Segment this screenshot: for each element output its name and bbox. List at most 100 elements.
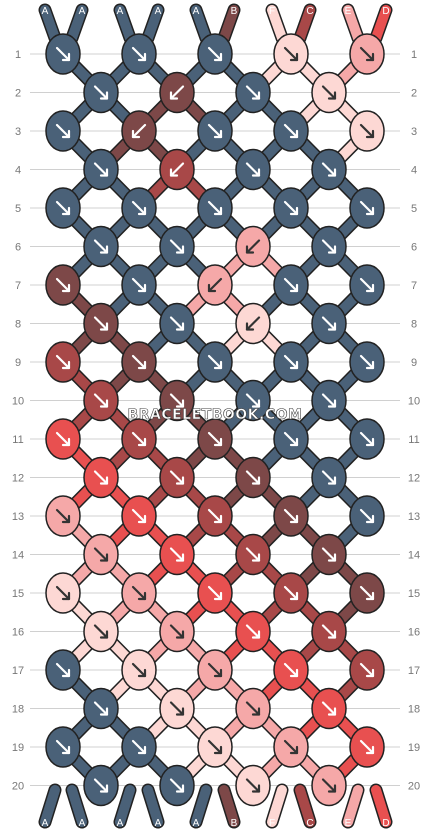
knot-arrow-icon bbox=[207, 123, 223, 139]
knot bbox=[159, 764, 195, 807]
knot bbox=[349, 187, 385, 229]
knot bbox=[311, 148, 347, 191]
knot-arrow-icon bbox=[245, 162, 261, 177]
knot-arrow-head bbox=[251, 399, 261, 408]
knot-arrow-head bbox=[327, 399, 337, 408]
knot-arrow-head bbox=[61, 283, 71, 293]
knot bbox=[349, 726, 385, 768]
knot-arrow-icon bbox=[131, 739, 147, 755]
knot bbox=[235, 302, 271, 345]
knot-arrow-head bbox=[289, 437, 299, 447]
knot-arrow-icon bbox=[245, 778, 261, 793]
knot-arrow-head bbox=[213, 591, 223, 601]
row-number-right: 2 bbox=[411, 88, 417, 100]
top-strand bbox=[191, 5, 211, 43]
knot-arrow-head bbox=[213, 360, 223, 370]
row-number-right: 5 bbox=[411, 203, 417, 215]
knot-arrow-icon bbox=[131, 431, 147, 447]
knot bbox=[197, 726, 233, 768]
bottom-strand-letter: E bbox=[345, 818, 352, 829]
knot-arrow-icon bbox=[169, 316, 185, 331]
knot-arrow-head bbox=[365, 129, 375, 139]
knot-arrow-head bbox=[245, 245, 255, 254]
row-number-left: 12 bbox=[12, 473, 24, 485]
knot-arrow-icon bbox=[55, 508, 71, 524]
knot-arrow-icon bbox=[207, 200, 223, 216]
knot-arrow-icon bbox=[321, 162, 337, 177]
knot-arrow-icon bbox=[245, 624, 261, 639]
knot bbox=[273, 418, 309, 460]
knot-arrow-head bbox=[327, 630, 337, 639]
top-strand-letter: E bbox=[345, 6, 352, 17]
knot bbox=[45, 572, 81, 614]
row-number-left: 2 bbox=[15, 88, 21, 100]
top-strand bbox=[295, 5, 315, 43]
row-number-right: 19 bbox=[408, 742, 420, 754]
row-number-right: 15 bbox=[408, 588, 420, 600]
knot bbox=[159, 148, 195, 191]
knot bbox=[83, 71, 119, 114]
knot-arrow-icon bbox=[207, 431, 223, 447]
knot-arrow-icon bbox=[207, 46, 223, 62]
row-number-left: 10 bbox=[12, 396, 24, 408]
row-number-right: 18 bbox=[408, 704, 420, 716]
knot bbox=[235, 379, 271, 422]
knot bbox=[235, 687, 271, 730]
knot-arrow-icon bbox=[359, 585, 375, 601]
knot-arrow-icon bbox=[169, 393, 185, 408]
knot-arrow-icon bbox=[359, 739, 375, 755]
top-strand-letter: A bbox=[79, 6, 86, 17]
knot bbox=[197, 187, 233, 229]
knot bbox=[273, 33, 309, 75]
knot bbox=[197, 649, 233, 691]
knot bbox=[45, 341, 81, 383]
knot-arrow-icon bbox=[245, 393, 261, 408]
knot-arrow-icon bbox=[93, 701, 109, 716]
knot bbox=[349, 110, 385, 152]
top-strand bbox=[371, 5, 391, 43]
knot-arrow-icon bbox=[93, 239, 109, 254]
knot-arrow-icon bbox=[207, 662, 223, 678]
knot-arrow-head bbox=[175, 399, 185, 408]
knot bbox=[349, 572, 385, 614]
knot bbox=[121, 726, 157, 768]
knot-arrow-head bbox=[61, 129, 71, 139]
knot-arrow-head bbox=[131, 129, 141, 139]
knot-arrow-icon bbox=[131, 200, 147, 216]
knot-arrow-icon bbox=[321, 470, 337, 485]
knot-arrow-icon bbox=[245, 316, 261, 331]
knot-arrow-icon bbox=[359, 277, 375, 293]
knot-arrow-icon bbox=[131, 354, 147, 370]
knot bbox=[349, 495, 385, 537]
knot-arrow-icon bbox=[283, 354, 299, 370]
bottom-strand-letter: A bbox=[155, 818, 162, 829]
top-strand-letter: D bbox=[382, 6, 389, 17]
top-strand bbox=[40, 5, 60, 43]
bottom-strand-letter: B bbox=[231, 818, 238, 829]
knot bbox=[311, 379, 347, 422]
row-number-left: 19 bbox=[12, 742, 24, 754]
knot-arrow-icon bbox=[359, 200, 375, 216]
knot-arrow-icon bbox=[169, 778, 185, 793]
knot bbox=[121, 418, 157, 460]
knot bbox=[311, 302, 347, 345]
knot bbox=[45, 110, 81, 152]
knot-arrow-icon bbox=[93, 470, 109, 485]
row-number-left: 17 bbox=[12, 665, 24, 677]
knot-arrow-head bbox=[137, 668, 147, 678]
knot-arrow-icon bbox=[283, 200, 299, 216]
bottom-strand bbox=[67, 785, 87, 827]
knot-arrow-icon bbox=[169, 470, 185, 485]
knot-arrow-head bbox=[365, 52, 375, 62]
bottom-strand bbox=[115, 785, 135, 827]
row-number-left: 14 bbox=[12, 550, 24, 562]
row-number-left: 1 bbox=[15, 49, 21, 61]
bottom-strand-letter: D bbox=[382, 818, 389, 829]
knot bbox=[121, 33, 157, 75]
knot bbox=[159, 225, 195, 268]
knot-arrow-head bbox=[365, 206, 375, 216]
row-number-left: 7 bbox=[15, 280, 21, 292]
knot bbox=[197, 110, 233, 152]
top-strand-letter: A bbox=[155, 6, 162, 17]
knot bbox=[273, 341, 309, 383]
